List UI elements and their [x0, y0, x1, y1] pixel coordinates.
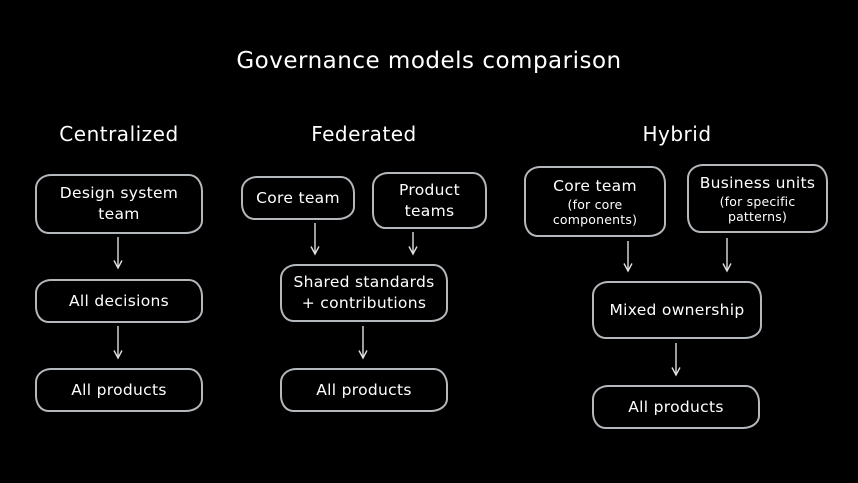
node-sublabel: components): [552, 212, 638, 227]
node-label: teams: [404, 201, 455, 220]
node-label: Core team: [256, 188, 340, 207]
node-sublabel: (for core: [567, 197, 623, 212]
node-shared-standards-contributions: Shared standards + contributions: [280, 264, 448, 322]
node-label: All decisions: [68, 291, 169, 310]
node-core-team: Core team: [241, 176, 355, 220]
node-all-products-federated: All products: [280, 368, 448, 412]
node-label: Core team: [553, 177, 637, 195]
node-all-products-centralized: All products: [35, 368, 203, 412]
node-design-system-team: Design system team: [35, 174, 203, 234]
node-label: Mixed ownership: [609, 300, 745, 319]
diagram-title: Governance models comparison: [236, 48, 622, 74]
node-sublabel: patterns): [727, 209, 788, 224]
node-label: All products: [316, 380, 412, 399]
column-heading-hybrid: Hybrid: [642, 122, 712, 146]
node-label: Shared standards: [293, 273, 435, 291]
node-label: team: [98, 205, 140, 223]
node-label: Product: [399, 180, 460, 199]
node-label: Design system: [59, 184, 179, 202]
node-all-decisions: All decisions: [35, 279, 203, 323]
node-business-units: Business units (for specific patterns): [687, 164, 828, 233]
node-label: + contributions: [301, 294, 427, 312]
node-label: All products: [71, 380, 167, 399]
node-product-teams: Product teams: [372, 172, 487, 229]
node-all-products-hybrid: All products: [592, 385, 760, 429]
node-mixed-ownership: Mixed ownership: [592, 281, 762, 339]
node-label: Business units: [699, 174, 816, 192]
node-label: All products: [628, 397, 724, 416]
column-heading-centralized: Centralized: [59, 122, 179, 146]
node-sublabel: (for specific: [719, 194, 796, 209]
node-core-team-hybrid: Core team (for core components): [524, 166, 666, 237]
column-heading-federated: Federated: [311, 122, 417, 146]
